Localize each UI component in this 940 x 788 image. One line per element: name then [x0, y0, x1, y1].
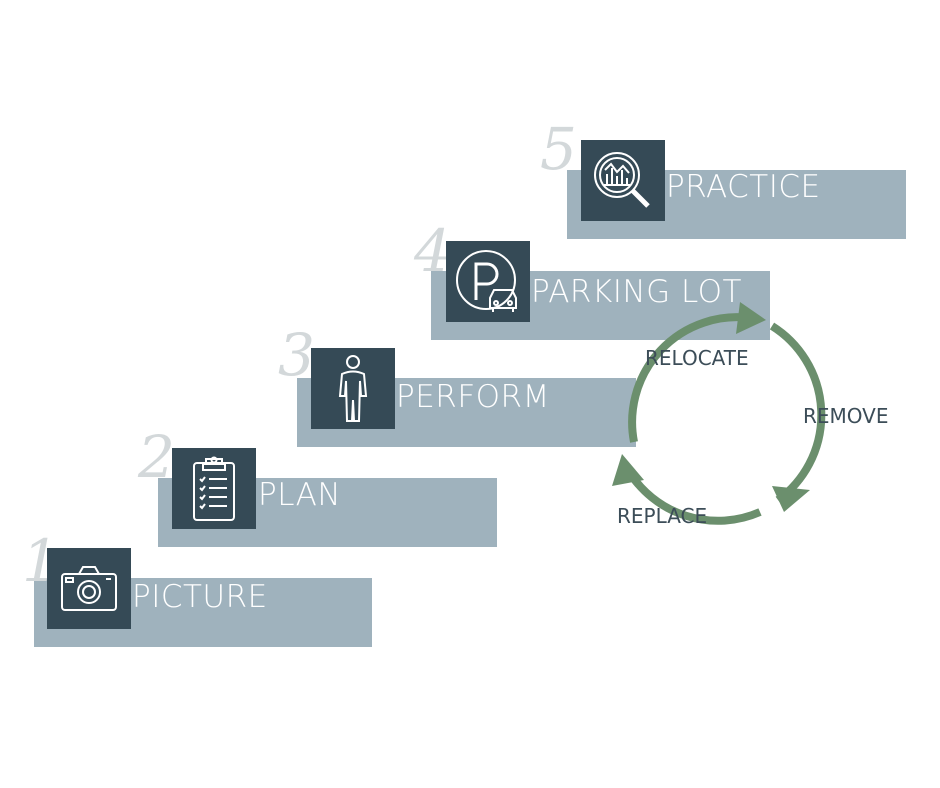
arrowhead-left [612, 454, 644, 486]
step-3-icon-box [311, 348, 395, 429]
step-4-icon-box [446, 241, 530, 322]
relocate-arrow [628, 313, 751, 443]
step-1-label: PICTURE [132, 579, 268, 615]
magnifier-chart-icon [594, 151, 650, 208]
arrowhead-top [736, 302, 766, 334]
step-5-icon-box [581, 140, 665, 221]
person-icon [338, 354, 368, 422]
parking-car-icon [456, 249, 517, 312]
remove-arrow [769, 322, 826, 504]
remove-label: REMOVE [803, 404, 889, 428]
replace-label: REPLACE [617, 504, 708, 528]
step-3-number: 3 [278, 321, 315, 389]
step-5-number: 5 [540, 115, 577, 183]
cycle-arrows [612, 302, 826, 525]
step-2-number: 2 [138, 423, 175, 491]
step-2-icon-box [172, 448, 256, 529]
clipboard-checklist-icon [193, 456, 235, 521]
arrowhead-right [772, 486, 810, 512]
step-5-label: PRACTICE [666, 169, 821, 205]
step-2-label: PLAN [258, 477, 342, 513]
camera-icon [61, 565, 117, 611]
step-3-label: PERFORM [396, 379, 550, 415]
step-4-number: 4 [414, 217, 451, 285]
relocate-label: RELOCATE [645, 346, 749, 370]
replace-arrow [624, 467, 762, 525]
step-1-icon-box [47, 548, 131, 629]
step-4-label: PARKING LOT [531, 274, 742, 310]
